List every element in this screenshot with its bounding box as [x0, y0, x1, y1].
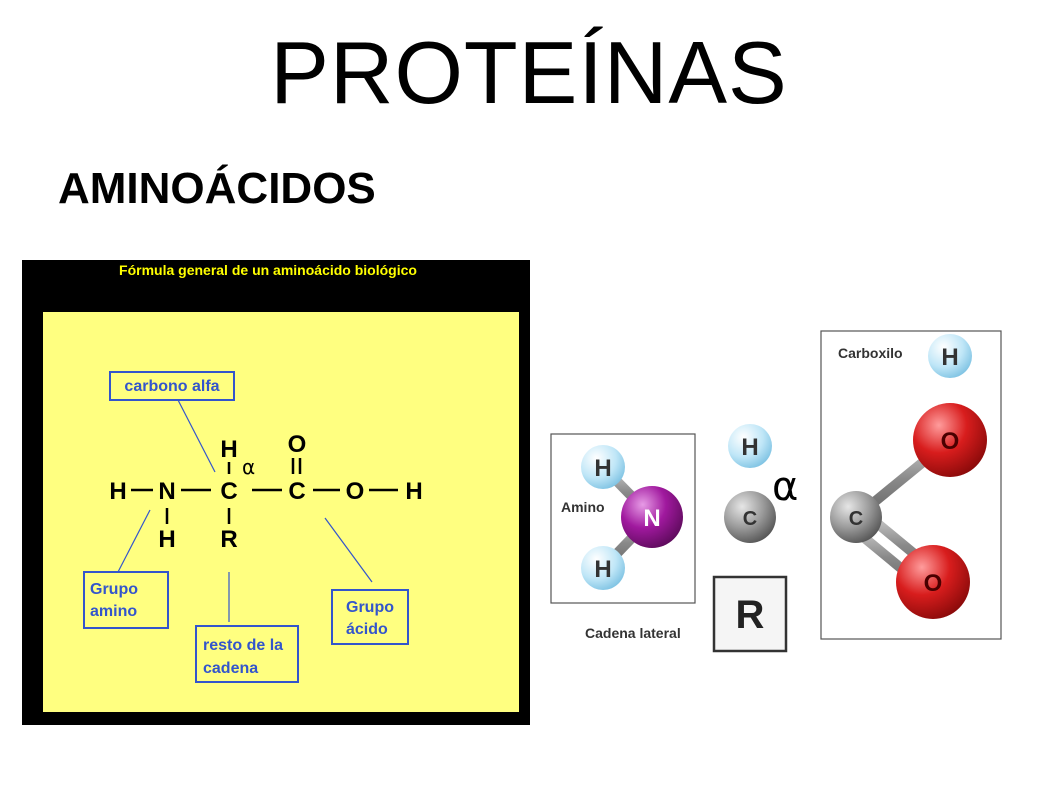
left-panel	[43, 312, 519, 712]
atom-c-carboxyl: C	[288, 478, 305, 505]
atom-o-top-letter: O	[941, 428, 960, 455]
atom-h-carboxyl-ball	[928, 334, 972, 378]
label-grupo-amino-2: amino	[90, 603, 137, 620]
atom-h-alpha-ball	[728, 424, 772, 468]
atom-h-amino-bottom-ball	[581, 546, 625, 590]
alpha-symbol-right: α	[772, 464, 798, 510]
atom-o-top-ball	[913, 403, 987, 477]
right-ball-stick-diagram: Carboxilo Amino Cadena lateral	[550, 330, 1002, 653]
atom-o-double: O	[288, 431, 307, 458]
atom-n: N	[158, 478, 175, 505]
label-cadena-lateral: Cadena lateral	[585, 625, 681, 641]
atom-h-amino-top-ball	[581, 445, 625, 489]
connector-carbono-alfa	[177, 399, 216, 473]
label-amino: Amino	[561, 499, 605, 515]
slide-title: PROTEÍNAS	[270, 23, 788, 122]
label-resto-1: resto de la	[203, 637, 283, 654]
label-box-carbono-alfa	[109, 371, 235, 401]
atom-r-letter: R	[736, 593, 765, 637]
atom-h-right: H	[405, 478, 422, 505]
r-group-box	[712, 575, 788, 653]
atom-h-top: H	[220, 436, 237, 463]
label-box-resto	[195, 625, 299, 683]
atom-c-alpha-ball	[724, 491, 776, 543]
atom-h-carboxyl: H	[941, 344, 958, 371]
label-resto-2: cadena	[203, 660, 258, 677]
label-grupo-acido-1: Grupo	[346, 599, 394, 616]
atom-o-hydroxyl: O	[346, 478, 365, 505]
left-header: Fórmula general de un aminoácido biológi…	[119, 262, 417, 278]
atom-o-bottom-ball	[896, 545, 970, 619]
label-box-grupo-amino	[83, 571, 169, 629]
atom-c-alpha-letter: C	[743, 508, 757, 530]
atom-h-bottom: H	[158, 526, 175, 553]
atom-o-bottom-letter: O	[924, 570, 943, 597]
label-grupo-amino-1: Grupo	[90, 581, 138, 598]
atom-h-left: H	[109, 478, 126, 505]
atom-h-amino-top: H	[594, 455, 611, 482]
label-carbono-alfa: carbono alfa	[124, 378, 219, 395]
slide-subtitle: AMINOÁCIDOS	[58, 164, 376, 213]
atom-h-alpha: H	[741, 434, 758, 461]
atom-h-amino-bottom: H	[594, 556, 611, 583]
atom-n-ball	[621, 486, 683, 548]
atom-c-carboxyl-letter: C	[849, 508, 863, 530]
connector-grupo-acido	[324, 517, 373, 583]
atom-n-letter: N	[643, 505, 660, 532]
label-grupo-acido-2: ácido	[346, 621, 388, 638]
connector-grupo-amino	[117, 509, 151, 573]
atom-c-carboxyl-ball	[830, 491, 882, 543]
atom-c-alpha: C	[220, 478, 237, 505]
label-box-grupo-acido	[331, 589, 409, 645]
carboxyl-group-box	[820, 330, 1002, 640]
left-formula-diagram: Fórmula general de un aminoácido biológi…	[22, 260, 530, 725]
label-carboxilo: Carboxilo	[838, 345, 903, 361]
alpha-symbol-left: α	[242, 455, 255, 479]
atom-r: R	[220, 526, 237, 553]
